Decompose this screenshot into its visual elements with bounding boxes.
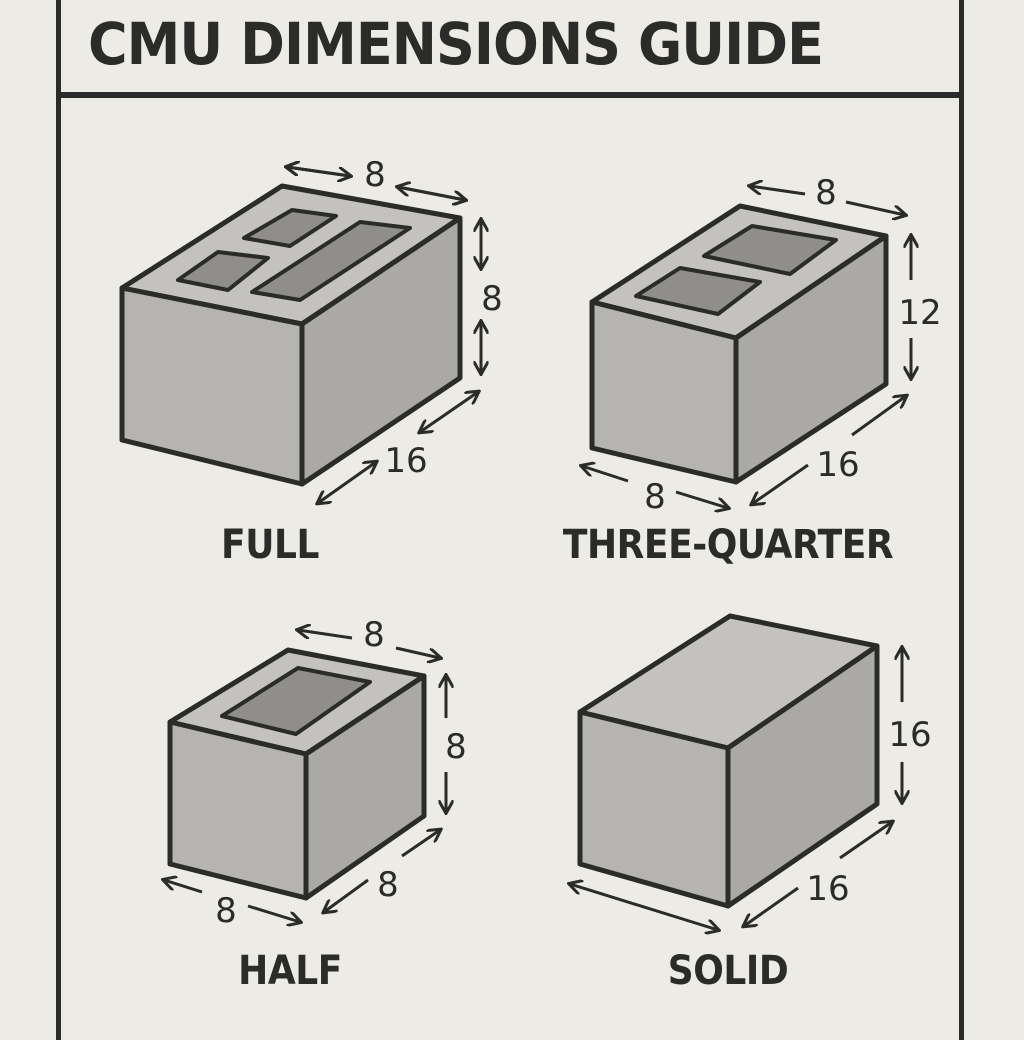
solid-height-label: 16 <box>888 715 931 755</box>
label-three-quarter: THREE-QUARTER <box>562 522 894 568</box>
solid-length-label: 16 <box>806 869 849 909</box>
half-width-label: 8 <box>363 615 385 655</box>
three-quarter-height-label: 12 <box>898 293 941 333</box>
page-title: CMU DIMENSIONS GUIDE <box>88 10 824 78</box>
label-full: FULL <box>221 522 319 568</box>
three-quarter-length-label: 16 <box>816 445 859 485</box>
half-dimension-arrows <box>164 630 446 922</box>
three-quarter-width-label: 8 <box>815 173 837 213</box>
page-frame <box>56 0 964 1040</box>
half-height-label: 8 <box>445 727 467 767</box>
full-length-label: 16 <box>384 441 427 481</box>
full-width-label: 8 <box>364 155 386 195</box>
full-height-label: 8 <box>481 279 503 319</box>
half-block <box>167 647 427 901</box>
full-arrow-lines <box>287 167 465 200</box>
half-length-label: 8 <box>377 865 399 905</box>
core-holes <box>634 224 838 316</box>
solid-block <box>577 613 880 909</box>
label-half: HALF <box>238 948 342 994</box>
full-block <box>119 183 463 487</box>
core-holes <box>220 666 372 736</box>
three-quarter-block <box>589 203 889 485</box>
three-quarter-dimension-arrows <box>582 186 911 508</box>
title-box <box>56 0 964 98</box>
three-quarter-front-width-label: 8 <box>644 477 666 517</box>
half-front-width-label: 8 <box>215 891 237 931</box>
label-solid: SOLID <box>667 948 789 994</box>
solid-dimension-arrows <box>570 648 902 930</box>
core-holes <box>176 208 412 302</box>
